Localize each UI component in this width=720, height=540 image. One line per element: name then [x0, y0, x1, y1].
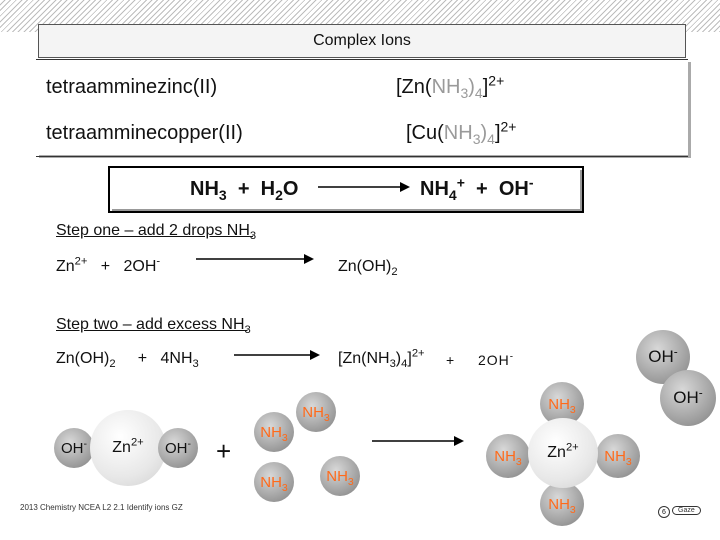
equation-arrow — [318, 182, 410, 192]
step-one-product: Zn(OH)2 — [338, 258, 398, 279]
complex-ammonia-bottom: NH3 — [540, 482, 584, 526]
hydroxide-ball-right: OH- — [158, 428, 198, 468]
released-hydroxide-2: OH- — [660, 370, 716, 426]
diagram-arrow — [372, 436, 464, 446]
ammonia-ball-4: NH3 — [320, 456, 360, 496]
page-label-badge: Gaze — [672, 506, 701, 515]
step-two-product-hydroxide: 2OH- — [478, 351, 515, 368]
complex-name-zinc: tetraamminezinc(II) — [46, 76, 218, 98]
step-two-heading: Step two – add excess NH3 — [56, 316, 251, 337]
step-two-plus: + — [446, 352, 455, 368]
equation-products: NH4+ + OH- — [420, 174, 534, 203]
diagram-plus-sign: + — [216, 436, 232, 466]
hydroxide-ball-left: OH- — [54, 428, 94, 468]
ammonia-ball-2: NH3 — [296, 392, 336, 432]
zinc-ion-ball-left: Zn2+ — [90, 410, 166, 486]
complex-formula-copper: [Cu(NH3)4]2+ — [406, 118, 517, 147]
equation-reactants: NH3 + H2O — [190, 178, 299, 203]
step-one-heading: Step one – add 2 drops NH3 — [56, 222, 257, 243]
footer-watermark: 2013 Chemistry NCEA L2 2.1 Identify ions… — [20, 503, 183, 512]
step-two-product-complex: [Zn(NH3)4]2+ — [338, 347, 425, 371]
step-two-reactants: Zn(OH)2 + 4NH3 — [56, 350, 199, 371]
complex-ammonia-right: NH3 — [596, 434, 640, 478]
equation-box — [108, 166, 584, 213]
ammonia-ball-1: NH3 — [254, 412, 294, 452]
page-number: 6 — [658, 506, 670, 518]
step-one-arrow — [196, 254, 314, 264]
step-two-arrow — [234, 350, 320, 360]
complex-ammonia-left: NH3 — [486, 434, 530, 478]
complex-names-box — [36, 59, 688, 157]
complex-ammonia-top: NH3 — [540, 382, 584, 426]
complex-zinc-ion: Zn2+ — [528, 418, 598, 488]
step-one-reactants: Zn2+ + 2OH- — [56, 255, 161, 275]
page-title: Complex Ions — [38, 24, 686, 58]
complex-name-copper: tetraamminecopper(II) — [46, 122, 243, 144]
ammonia-ball-3: NH3 — [254, 462, 294, 502]
complex-formula-zinc: [Zn(NH3)4]2+ — [396, 72, 505, 101]
